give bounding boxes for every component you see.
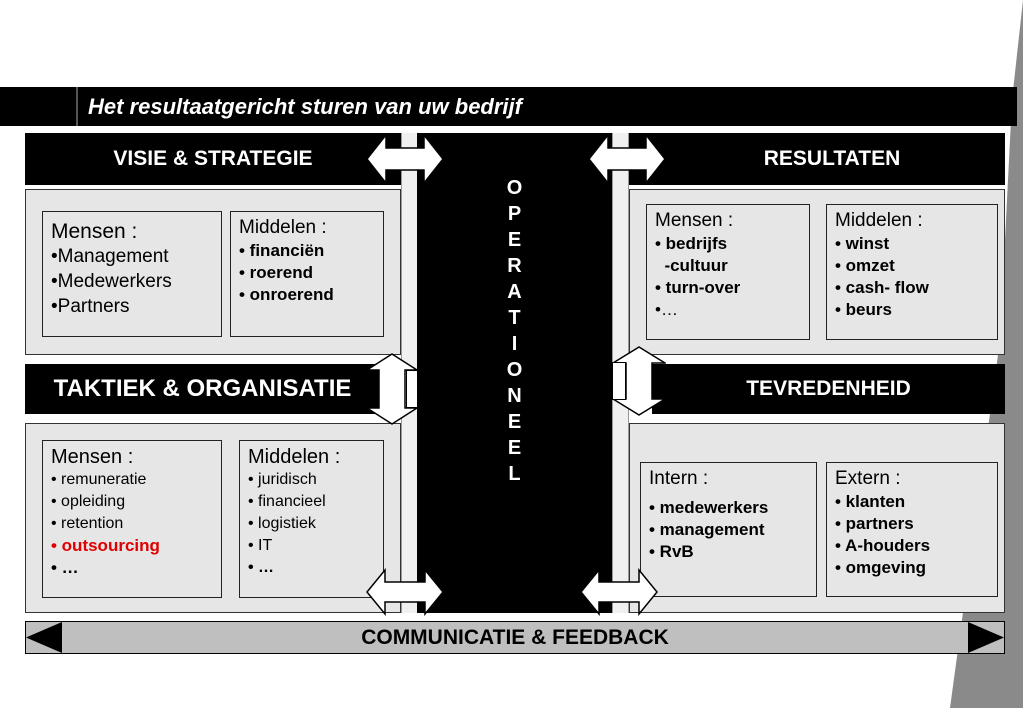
list-item: • omzet	[835, 256, 895, 275]
page-title: Het resultaatgericht sturen van uw bedri…	[88, 94, 522, 119]
vision-strategy-label: VISIE & STRATEGIE	[113, 147, 313, 170]
list-item: • IT	[248, 537, 273, 554]
list-item: • partners	[835, 514, 914, 533]
tactics-header: TAKTIEK & ORGANISATIE	[25, 364, 380, 414]
list-item: • winst	[835, 234, 890, 253]
connector-left	[406, 370, 418, 408]
satisfaction-label: TEVREDENHEID	[746, 377, 911, 400]
vision-people-box: Mensen : •Management •Medewerkers •Partn…	[42, 211, 222, 337]
connector-right	[612, 362, 626, 400]
satisfaction-header: TEVREDENHEID	[652, 364, 1005, 414]
list-item: •Management	[51, 246, 169, 267]
list-item: • financieel	[248, 493, 326, 510]
list-item: • …	[248, 559, 275, 576]
satisfaction-internal-title: Intern :	[649, 468, 709, 489]
vision-people-title: Mensen :	[51, 220, 138, 243]
communication-feedback-bar	[25, 621, 1005, 654]
vision-means-title: Middelen :	[239, 217, 327, 238]
double-arrow-top-left-icon	[366, 133, 444, 185]
arrow-right-icon	[968, 622, 1004, 653]
list-item: • management	[649, 520, 765, 539]
list-item: •…	[655, 300, 678, 319]
list-item: • remuneratie	[51, 471, 147, 488]
tactics-means-box: Middelen : • juridisch • financieel • lo…	[239, 440, 384, 598]
arrow-left-icon	[26, 622, 62, 653]
results-means-box: Middelen : • winst • omzet • cash- flow …	[826, 204, 998, 340]
operational-letter: A	[507, 281, 522, 303]
vision-means-box: Middelen : • financiën • roerend • onroe…	[230, 211, 384, 337]
operational-letter: E	[507, 229, 522, 251]
tactics-means-title: Middelen :	[248, 446, 341, 468]
list-item: • financiën	[239, 241, 325, 260]
list-item: -cultuur	[655, 256, 728, 275]
list-item: • bedrijfs	[655, 234, 728, 253]
list-item-highlight: • outsourcing	[51, 536, 160, 555]
results-means-title: Middelen :	[835, 210, 923, 231]
operational-letter: E	[507, 437, 522, 459]
list-item: • klanten	[835, 492, 906, 511]
double-arrow-bottom-left-icon	[366, 568, 444, 616]
tactics-label: TAKTIEK & ORGANISATIE	[53, 375, 352, 402]
banner-separator	[76, 87, 78, 126]
list-item: • cash- flow	[835, 278, 929, 297]
list-item: • retention	[51, 515, 124, 532]
operational-letter: I	[511, 333, 518, 355]
list-item: • A-houders	[835, 536, 931, 555]
operational-letter: T	[508, 307, 521, 329]
tactics-people-title: Mensen :	[51, 446, 134, 468]
results-people-title: Mensen :	[655, 210, 734, 231]
operational-letter: O	[506, 177, 523, 199]
satisfaction-external-title: Extern :	[835, 468, 901, 489]
operational-letter: N	[507, 385, 522, 407]
operational-letter: O	[506, 359, 523, 381]
results-people-box: Mensen : • bedrijfs -cultuur • turn-over…	[646, 204, 810, 340]
list-item: • logistiek	[248, 515, 316, 532]
results-label: RESULTATEN	[763, 147, 901, 170]
communication-feedback-label: COMMUNICATIE & FEEDBACK	[361, 626, 669, 649]
list-item: • beurs	[835, 300, 892, 319]
list-item: • …	[51, 558, 79, 577]
list-item: •Partners	[51, 296, 130, 317]
results-header: RESULTATEN	[629, 133, 1005, 185]
list-item: • opleiding	[51, 493, 126, 510]
double-arrow-top-right-icon	[588, 133, 666, 185]
tactics-people-box: Mensen : • remuneratie • opleiding • ret…	[42, 440, 222, 598]
title-banner	[0, 87, 1017, 126]
list-item: • omgeving	[835, 558, 926, 577]
operational-letter: P	[507, 203, 522, 225]
operational-letter: E	[507, 411, 522, 433]
operational-letter: R	[507, 255, 522, 277]
list-item: • onroerend	[239, 285, 334, 304]
satisfaction-internal-box: Intern : • medewerkers • management • Rv…	[640, 462, 817, 597]
list-item: • RvB	[649, 542, 694, 561]
list-item: • turn-over	[655, 278, 741, 297]
list-item: • juridisch	[248, 471, 317, 488]
list-item: • medewerkers	[649, 498, 769, 517]
list-item: • roerend	[239, 263, 313, 282]
vision-strategy-header: VISIE & STRATEGIE	[25, 133, 401, 185]
list-item: •Medewerkers	[51, 271, 172, 292]
double-arrow-bottom-right-icon	[580, 568, 658, 616]
operational-letter: L	[508, 463, 521, 485]
satisfaction-external-box: Extern : • klanten • partners • A-houder…	[826, 462, 998, 597]
